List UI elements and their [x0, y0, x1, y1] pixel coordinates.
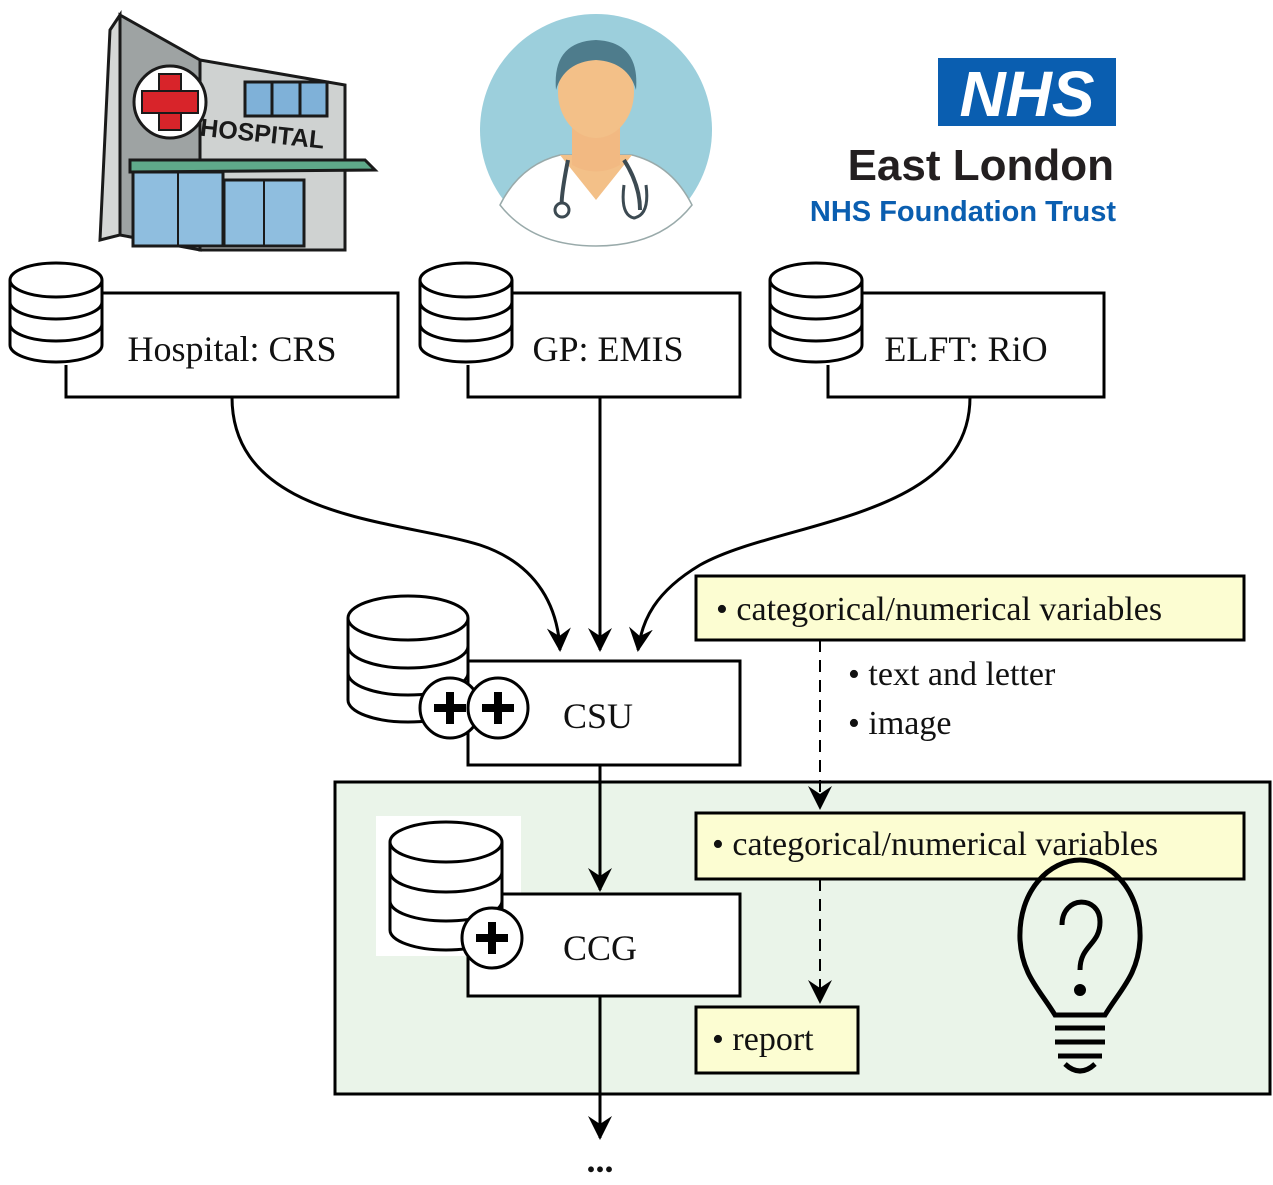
continuation-ellipsis: ...	[587, 1140, 614, 1180]
database-icon	[768, 260, 864, 365]
nhs-badge-text: NHS	[959, 58, 1094, 130]
plus-badge-icon	[460, 906, 524, 970]
csu-note-text-letter: • text and letter	[848, 656, 1056, 693]
doctor-avatar-icon	[480, 14, 712, 247]
edge-elft-to-csu	[629, 396, 972, 652]
ccg-label: CCG	[563, 928, 637, 968]
ccg-node: CCG	[376, 816, 742, 998]
csu-note-highlighted: • categorical/numerical variables	[716, 591, 1162, 628]
org-name: East London	[848, 141, 1114, 190]
source-label: ELFT: RiO	[884, 329, 1047, 369]
ccg-note-variables: • categorical/numerical variables	[712, 826, 1158, 863]
csu-node: CSU	[346, 594, 742, 767]
source-label: Hospital: CRS	[127, 329, 336, 369]
nhs-badge	[938, 58, 1116, 126]
csu-note-image: • image	[848, 705, 951, 742]
nhs-logo: NHS East London NHS Foundation Trust	[810, 58, 1116, 228]
lightbulb-question-icon	[1017, 857, 1143, 1074]
database-icon	[8, 260, 104, 365]
csu-note-highlight	[694, 574, 1246, 642]
csu-label: CSU	[563, 696, 633, 736]
database-icon	[418, 260, 514, 365]
ccg-note-variables-box	[694, 811, 1246, 881]
ccg-note-report: • report	[712, 1021, 814, 1058]
source-label: GP: EMIS	[532, 329, 683, 369]
source-node-hospital-crs: Hospital: CRS	[8, 260, 400, 399]
org-subtitle: NHS Foundation Trust	[810, 196, 1116, 228]
ccg-note-report-box	[694, 1005, 860, 1075]
hospital-icon: HOSPITAL	[98, 10, 379, 252]
edge-hospital-to-csu	[230, 396, 571, 652]
source-node-elft-rio: ELFT: RiO	[768, 260, 1106, 399]
source-node-gp-emis: GP: EMIS	[418, 260, 742, 399]
csu-data-types: • categorical/numerical variables • text…	[694, 574, 1246, 742]
plus-badge-icon	[466, 676, 530, 740]
